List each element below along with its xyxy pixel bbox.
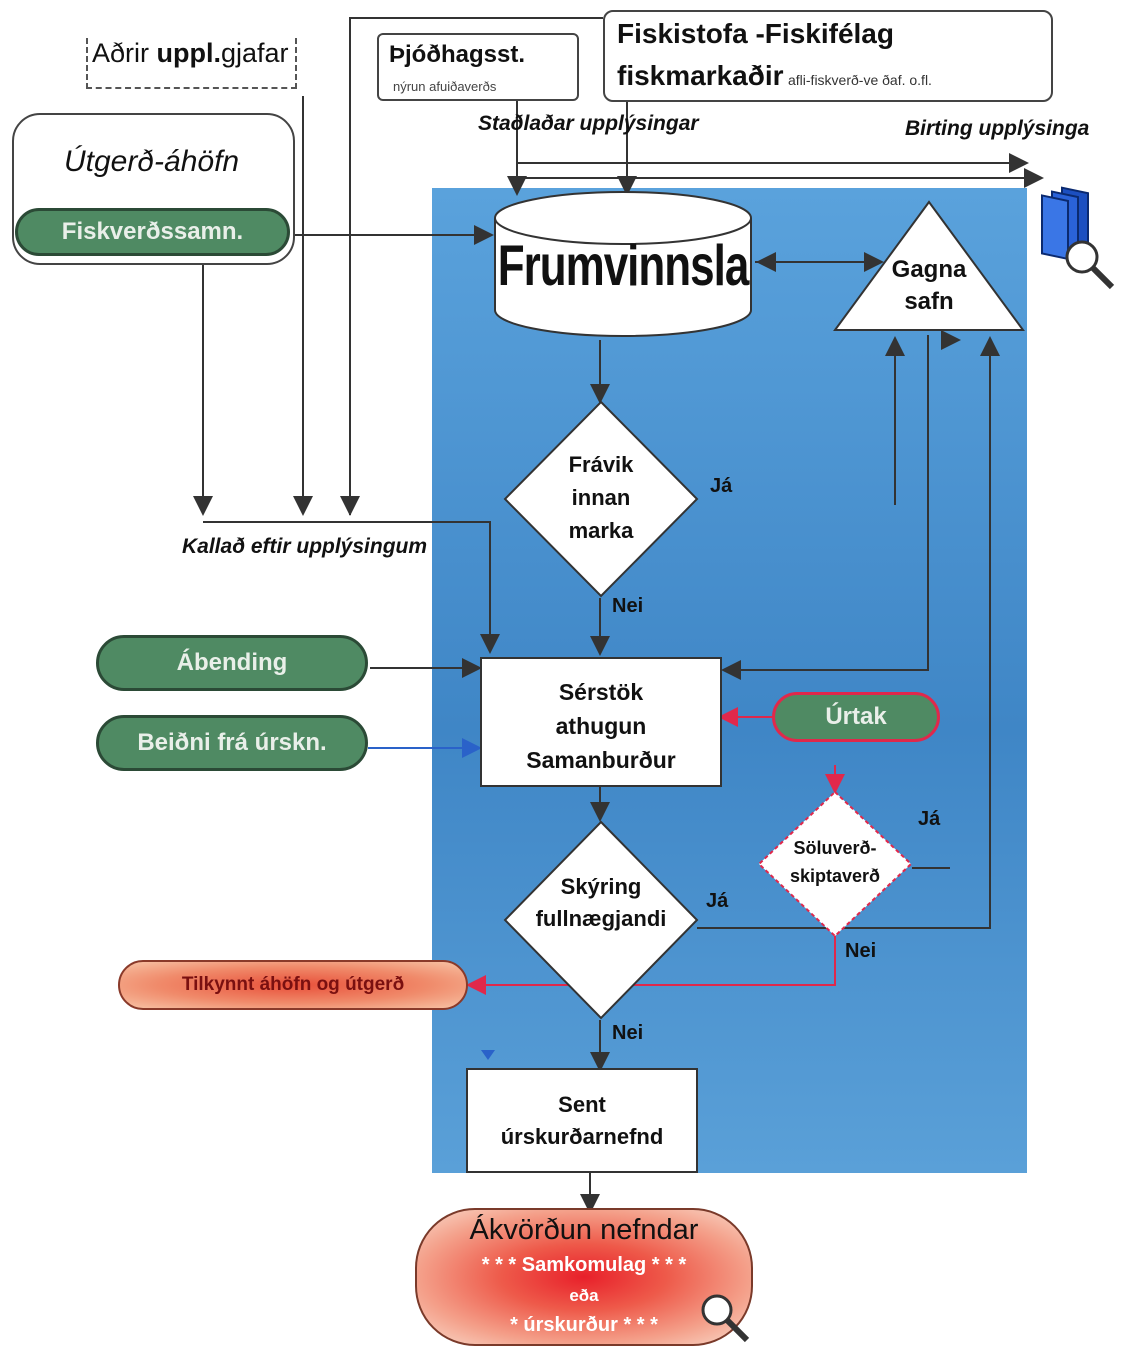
gagnasafn-triangle: Gagna safn (833, 200, 1025, 332)
urtak-pill: Úrtak (772, 692, 940, 742)
kallad-label: Kallað eftir upplýsingum (182, 535, 428, 558)
sent-box: Sent úrskurðarnefnd (466, 1068, 698, 1173)
abending-pill: Ábending (96, 635, 368, 691)
akvordun-line1: * * * Samkomulag * * * (481, 1254, 687, 1276)
frumvinnsla-label: Frumvinnsla (497, 234, 750, 299)
skyring-ja-label: Já (706, 890, 729, 912)
utgerd-title: Útgerð-áhöfn (64, 145, 240, 178)
beidni-pill: Beiðni frá úrskn. (96, 715, 368, 771)
stadladar-label: Staðlaðar upplýsingar (478, 112, 699, 135)
source-adrir: Aðrir uppl.gjafar (86, 38, 297, 89)
sent-line1: Sent (558, 1092, 606, 1117)
serstok-box: Sérstök athugun Samanburður (480, 657, 722, 787)
source-adrir-plain: Aðrir (92, 38, 157, 68)
fiskistofa-line1: Fiskistofa -Fiskifélag (617, 18, 894, 49)
gagnasafn-line1: Gagna (891, 256, 967, 283)
akvordun-title: Ákvörðun nefndar (469, 1214, 699, 1246)
fravik-nei-label: Nei (612, 595, 644, 617)
soluverd-line1: Söluverð- (793, 838, 877, 858)
soluverd-diamond: Söluverð- skiptaverð (757, 790, 913, 938)
akvordun-line2: eða (569, 1286, 599, 1305)
soluverd-nei-label: Nei (845, 940, 877, 962)
fiskistofa-line2: fiskmarkaðir afli-fiskverð-ve ðaf. o.fl. (617, 60, 932, 92)
thjodhag-subtitle: nýrun afuiðaverðs (393, 79, 497, 94)
soluverd-ja-label: Já (918, 808, 941, 830)
magnifier-icon (695, 1290, 755, 1345)
sent-line2: úrskurðarnefnd (500, 1124, 664, 1149)
skyring-diamond: Skýring fullnægjandi (503, 820, 699, 1020)
documents-search-icon (1040, 175, 1126, 300)
source-adrir-rest: gjafar (221, 38, 289, 68)
serstok-line3: Samanburður (526, 747, 676, 773)
akvordun-line3: * úrskurður * * * (510, 1314, 658, 1336)
fravik-line2: innan (571, 485, 631, 510)
frumvinnsla-cylinder: Frumvinnsla (492, 190, 754, 340)
tilkynnt-pill: Tilkynnt áhöfn og útgerð (118, 960, 468, 1010)
gagnasafn-line2: safn (904, 288, 954, 315)
serstok-line1: Sérstök (558, 679, 644, 705)
source-fiskistofa: Fiskistofa -Fiskifélag fiskmarkaðir afli… (603, 10, 1053, 102)
fiskverdssamn-pill: Fiskverðssamn. (15, 208, 290, 256)
fiskistofa-line2-main: fiskmarkaðir (617, 60, 784, 91)
thjodhag-title: Þjóðhagsst. (389, 41, 526, 68)
fiskistofa-line2-small: afli-fiskverð-ve ðaf. o.fl. (788, 72, 932, 88)
skyring-nei-label: Nei (612, 1022, 644, 1044)
serstok-line2: athugun (555, 713, 647, 739)
fravik-ja-label: Já (710, 475, 733, 497)
fravik-diamond: Frávik innan marka (503, 400, 699, 598)
soluverd-line2: skiptaverð (789, 866, 881, 886)
skyring-line1: Skýring (560, 874, 642, 899)
skyring-line2: fullnægjandi (535, 906, 667, 931)
fravik-line3: marka (568, 518, 634, 543)
akvordun-node: Ákvörðun nefndar * * * Samkomulag * * * … (415, 1208, 753, 1346)
source-adrir-bold: uppl. (156, 38, 221, 68)
source-thjodhagsstofnun: Þjóðhagsst. nýrun afuiðaverðs (377, 33, 579, 101)
fravik-line1: Frávik (568, 452, 634, 477)
birting-label: Birting upplýsinga (905, 117, 1090, 140)
